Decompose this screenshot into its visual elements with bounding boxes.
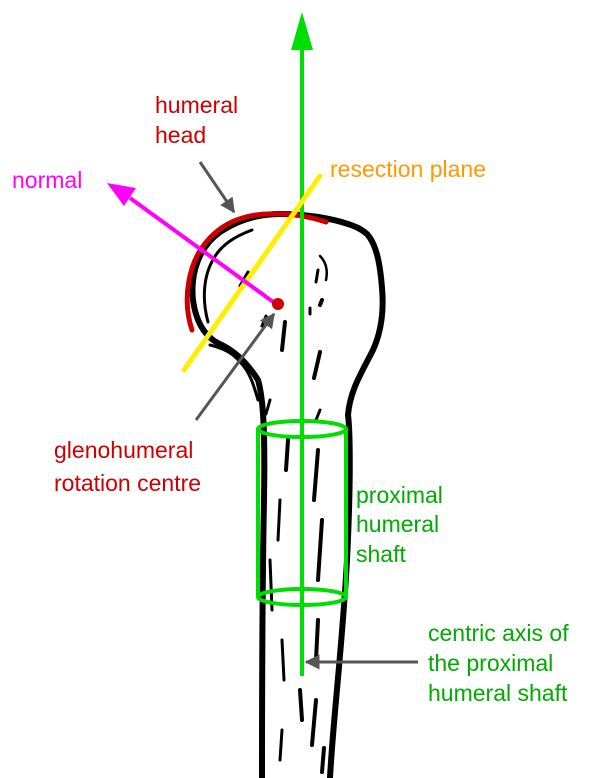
label-proximal-shaft: proximal humeral shaft	[356, 482, 449, 567]
label-resection-plane: resection plane	[330, 156, 486, 182]
rotation-centre-dot	[272, 298, 284, 310]
normal-arrowhead	[107, 183, 136, 206]
centric-axis-arrowhead	[291, 12, 313, 50]
bone-tuberosity	[320, 256, 327, 280]
label-centric-axis: centric axis of the proximal humeral sha…	[428, 620, 575, 706]
pointer-arrows	[196, 162, 418, 662]
label-rotation-centre: glenohumeral rotation centre	[54, 437, 201, 496]
resection-plane-line	[184, 176, 320, 370]
humerus-bone	[192, 214, 382, 778]
pointer-humeral-head	[200, 162, 234, 212]
label-humeral-head: humeral head	[155, 92, 245, 148]
label-normal: normal	[12, 167, 82, 193]
